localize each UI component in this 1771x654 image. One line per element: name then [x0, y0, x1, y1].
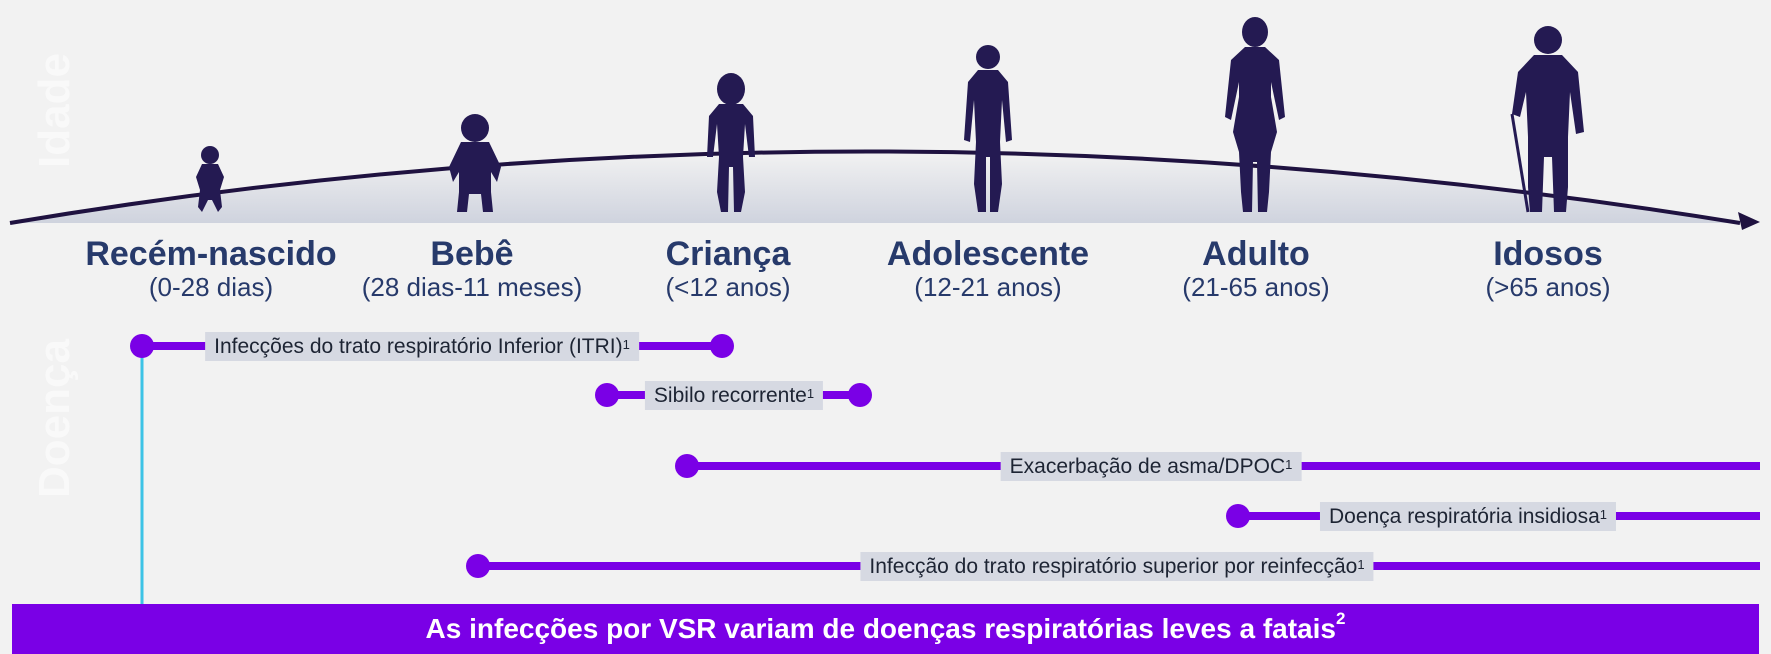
adult-figure-icon — [1225, 17, 1285, 212]
reference-superscript: 1 — [1599, 507, 1608, 522]
stage-adult: Adulto (21-65 anos) — [1182, 236, 1329, 302]
reference-superscript: 1 — [622, 337, 630, 352]
timeline-arrow-head — [1738, 212, 1760, 230]
stage-name: Bebê — [430, 235, 514, 273]
stage-name: Recém-nascido — [85, 235, 337, 273]
stage-range: (>65 anos) — [1485, 272, 1611, 302]
condition-text: Sibilo recorrente — [653, 384, 807, 407]
condition-label-reinfeccao: Infecção do trato respiratório superior … — [860, 552, 1374, 581]
condition-label-itri: Infecções do trato respiratório Inferior… — [205, 332, 639, 361]
condition-text: Doença respiratória insidiosa — [1328, 505, 1600, 528]
newborn-figure-icon — [196, 146, 224, 212]
adolescent-figure-icon — [964, 45, 1012, 212]
banner-text: As infecções por VSR variam de doenças r… — [425, 613, 1336, 644]
stage-range: (21-65 anos) — [1182, 272, 1330, 302]
stage-baby: Bebê (28 dias-11 meses) — [362, 236, 583, 302]
condition-text: Infecção do trato respiratório superior … — [869, 555, 1358, 578]
stage-name: Adulto — [1202, 235, 1310, 273]
stage-name: Idosos — [1493, 235, 1603, 273]
child-figure-icon — [707, 73, 755, 212]
reference-superscript: 1 — [1285, 457, 1293, 472]
condition-label-sibilo: Sibilo recorrente1 — [644, 381, 824, 410]
reference-superscript: 1 — [1357, 557, 1365, 572]
stage-elderly: Idosos (>65 anos) — [1485, 236, 1610, 302]
timeline-arc-line — [9, 149, 1741, 225]
condition-label-insidiosa: Doença respiratória insidiosa1 — [1319, 502, 1617, 531]
summary-banner: As infecções por VSR variam de doenças r… — [12, 604, 1759, 654]
reference-superscript: 2 — [1335, 609, 1346, 628]
stage-range: (28 dias-11 meses) — [361, 272, 583, 302]
stage-range: (<12 anos) — [665, 272, 791, 302]
stage-name: Adolescente — [886, 235, 1090, 273]
reference-superscript: 1 — [806, 386, 815, 401]
condition-label-asma: Exacerbação de asma/DPOC1 — [1000, 452, 1302, 481]
stage-range: (12-21 anos) — [914, 272, 1062, 302]
stage-newborn: Recém-nascido (0-28 dias) — [85, 236, 336, 302]
condition-text: Exacerbação de asma/DPOC — [1009, 455, 1286, 478]
stage-range: (0-28 dias) — [148, 272, 274, 302]
stage-name: Criança — [665, 235, 791, 273]
condition-text: Infecções do trato respiratório Inferior… — [214, 335, 623, 358]
stage-adolescent: Adolescente (12-21 anos) — [887, 236, 1089, 302]
stage-child: Criança (<12 anos) — [665, 236, 790, 302]
baby-figure-icon — [449, 114, 501, 212]
elderly-figure-icon — [1510, 26, 1584, 213]
